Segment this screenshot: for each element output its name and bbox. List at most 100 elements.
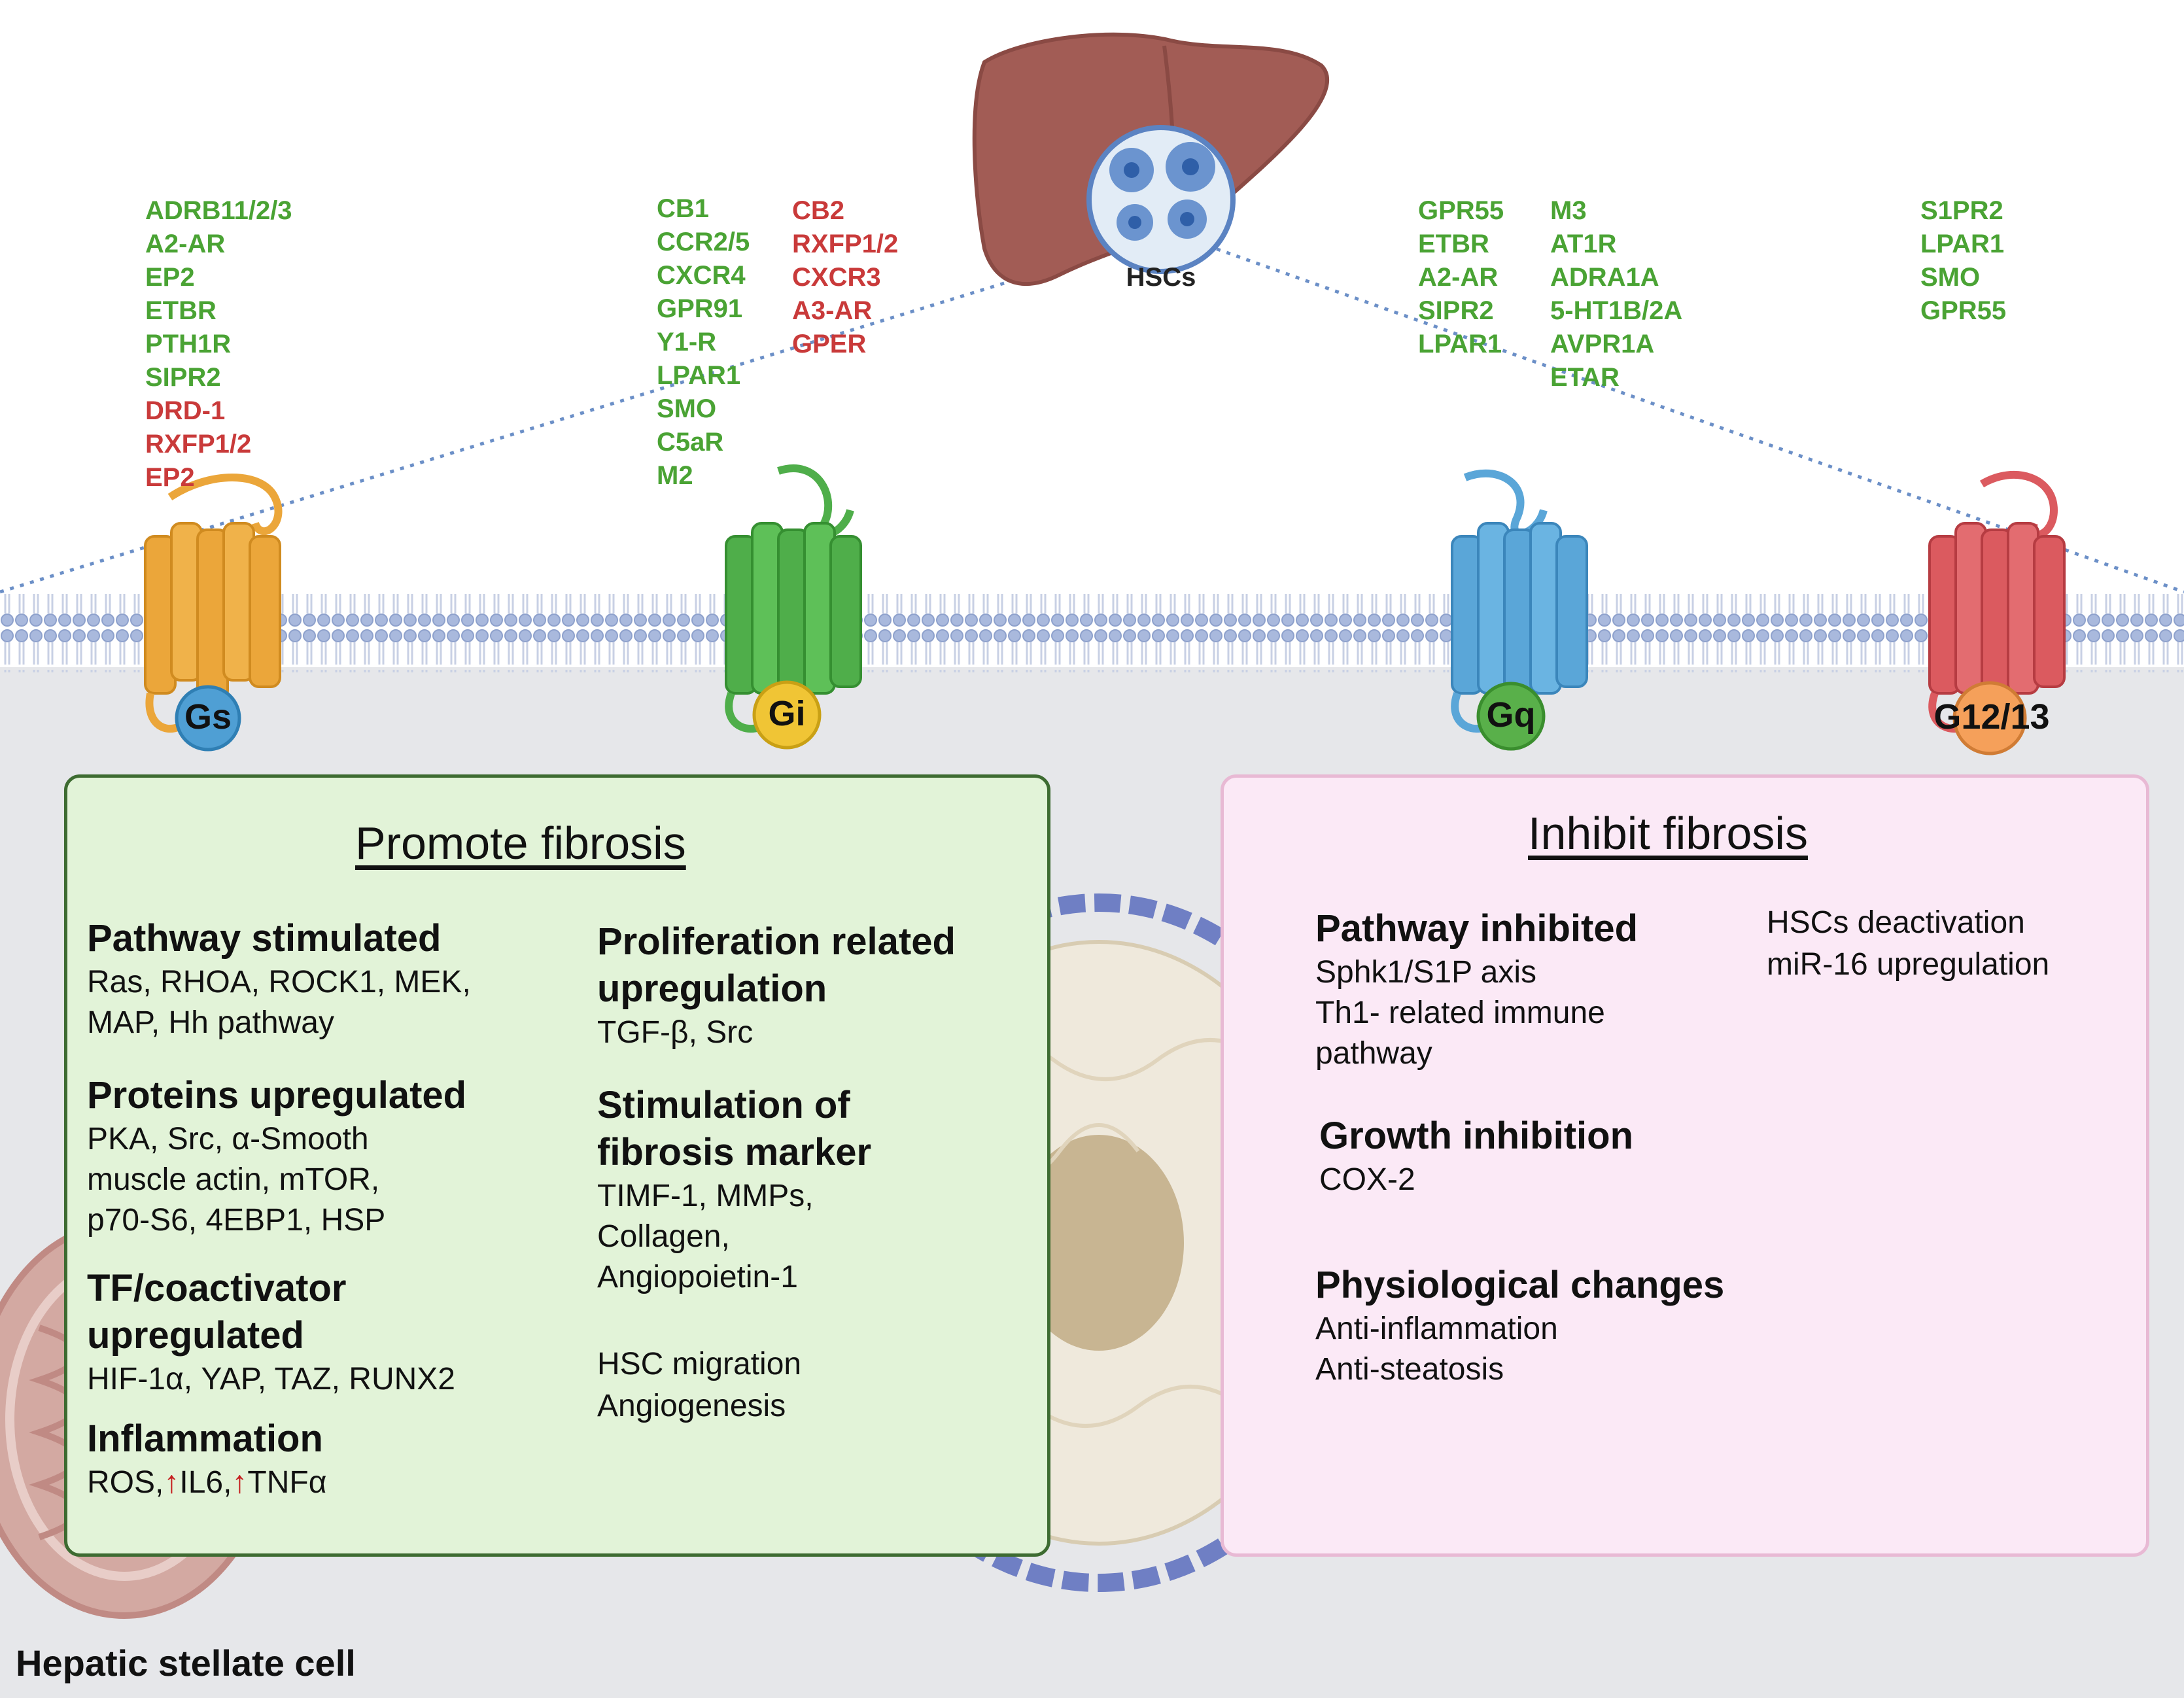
gq-receptor-list-col2: M3 AT1R ADRA1A 5-HT1B/2A AVPR1A ETAR bbox=[1550, 194, 1682, 394]
receptor-label: ETBR bbox=[1418, 230, 1489, 258]
receptor-label: CB1 bbox=[657, 194, 710, 223]
gs-receptor-list-green: ADRB11/2/3 A2-AR EP2 ETBR PTH1R SIPR2 bbox=[145, 194, 292, 394]
receptor-label: M3 bbox=[1550, 196, 1587, 225]
gi-protein-label: Gi bbox=[768, 694, 806, 733]
receptor-label: ADRA1A bbox=[1550, 263, 1659, 292]
inhibit-right-column: HSCs deactivation miR-16 upregulation bbox=[1767, 902, 2049, 986]
proliferation-section: Proliferation related upregulation TGF-β… bbox=[597, 918, 956, 1053]
section-heading: fibrosis marker bbox=[597, 1131, 872, 1173]
pathway-stimulated-section: Pathway stimulated Ras, RHOA, ROCK1, MEK… bbox=[87, 915, 471, 1043]
receptor-label: DRD-1 bbox=[145, 396, 226, 425]
gi-receptor bbox=[725, 464, 862, 750]
cell-membrane bbox=[0, 594, 2184, 672]
section-line: Th1- related immune bbox=[1315, 996, 1605, 1030]
section-heading: Growth inhibition bbox=[1319, 1115, 1634, 1157]
gi-receptor-list-red: CB2 RXFP1/2 CXCR3 A3-AR GPER bbox=[792, 194, 898, 361]
section-line: TGF-β, Src bbox=[597, 1015, 754, 1050]
gq-receptor-list-col1: GPR55 ETBR A2-AR SIPR2 LPAR1 bbox=[1418, 194, 1504, 361]
gq-protein-label: Gq bbox=[1486, 695, 1536, 735]
section-heading: Pathway stimulated bbox=[87, 917, 442, 960]
pathway-inhibited-section: Pathway inhibited Sphk1/S1P axis Th1- re… bbox=[1315, 905, 1638, 1074]
liver-illustration bbox=[972, 32, 1330, 286]
receptor-label: GPER bbox=[792, 330, 867, 358]
section-line: pathway bbox=[1315, 1036, 1432, 1071]
g1213-protein-label: G12/13 bbox=[1933, 697, 2050, 736]
section-line: Sphk1/S1P axis bbox=[1315, 955, 1536, 990]
promote-fibrosis-box: Promote fibrosis Pathway stimulated Ras,… bbox=[64, 774, 1050, 1557]
gi-receptor-list-green: CB1 CCR2/5 CXCR4 GPR91 Y1-R LPAR1 SMO C5… bbox=[657, 192, 750, 493]
section-heading: Proliferation related bbox=[597, 920, 956, 963]
section-line: Ras, RHOA, ROCK1, MEK, bbox=[87, 965, 471, 999]
tf-upregulated-section: TF/coactivator upregulated HIF-1α, YAP, … bbox=[87, 1265, 455, 1400]
receptor-label: LPAR1 bbox=[1920, 230, 2005, 258]
gs-protein-label: Gs bbox=[184, 697, 232, 736]
section-line: TIMF-1, MMPs, bbox=[597, 1179, 814, 1213]
receptor-label: LPAR1 bbox=[657, 361, 741, 390]
section-heading: upregulated bbox=[87, 1314, 304, 1357]
receptor-label: EP2 bbox=[145, 463, 195, 492]
receptor-label: CB2 bbox=[792, 196, 845, 225]
growth-inhibition-section: Growth inhibition COX-2 bbox=[1319, 1113, 1633, 1200]
section-line: p70-S6, 4EBP1, HSP bbox=[87, 1203, 386, 1238]
receptor-label: ETBR bbox=[145, 296, 217, 325]
section-line: Angiopoietin-1 bbox=[597, 1260, 798, 1294]
receptor-label: PTH1R bbox=[145, 330, 232, 358]
promote-fibrosis-title: Promote fibrosis bbox=[355, 818, 686, 869]
receptor-label: CXCR4 bbox=[657, 261, 746, 290]
section-line: PKA, Src, α-Smooth bbox=[87, 1122, 369, 1156]
effect-line: miR-16 upregulation bbox=[1767, 947, 2050, 982]
section-heading: Proteins upregulated bbox=[87, 1074, 467, 1117]
receptor-label: LPAR1 bbox=[1418, 330, 1502, 358]
inflammation-section: Inflammation ROS,↑IL6,↑TNFα bbox=[87, 1415, 326, 1503]
receptor-label: M2 bbox=[657, 461, 693, 490]
receptor-label: 5-HT1B/2A bbox=[1550, 296, 1683, 325]
section-heading: Stimulation of bbox=[597, 1084, 850, 1126]
receptor-label: AT1R bbox=[1550, 230, 1617, 258]
receptor-label: EP2 bbox=[145, 263, 195, 292]
section-line: MAP, Hh pathway bbox=[87, 1005, 334, 1040]
g1213-receptor bbox=[1928, 471, 2066, 755]
effect-line: Angiogenesis bbox=[597, 1389, 786, 1423]
receptor-label: SIPR2 bbox=[1418, 296, 1494, 325]
inflammation-item: TNFα bbox=[247, 1465, 327, 1500]
receptor-label: GPR55 bbox=[1418, 196, 1504, 225]
receptor-label: RXFP1/2 bbox=[792, 230, 899, 258]
receptor-label: A2-AR bbox=[1418, 263, 1499, 292]
section-heading: Inflammation bbox=[87, 1417, 323, 1460]
promote-other-effects: HSC migration Angiogenesis bbox=[597, 1343, 801, 1427]
effect-line: HSCs deactivation bbox=[1767, 905, 2025, 940]
inflammation-item: ROS, bbox=[87, 1465, 164, 1500]
receptor-label: A2-AR bbox=[145, 230, 226, 258]
receptor-label: S1PR2 bbox=[1920, 196, 2003, 225]
receptor-label: CCR2/5 bbox=[657, 228, 750, 256]
proteins-upregulated-section: Proteins upregulated PKA, Src, α-Smooth … bbox=[87, 1072, 466, 1241]
up-arrow-icon: ↑ bbox=[164, 1465, 180, 1500]
up-arrow-icon: ↑ bbox=[232, 1465, 248, 1500]
receptor-label: SIPR2 bbox=[145, 363, 221, 392]
receptor-label: RXFP1/2 bbox=[145, 430, 252, 459]
section-line: Anti-inflammation bbox=[1315, 1311, 1558, 1346]
gs-receptor-list-red: DRD-1 RXFP1/2 EP2 bbox=[145, 394, 251, 494]
section-line: Anti-steatosis bbox=[1315, 1352, 1504, 1387]
section-line: COX-2 bbox=[1319, 1162, 1415, 1197]
receptor-label: SMO bbox=[1920, 263, 1981, 292]
receptor-label: SMO bbox=[657, 394, 717, 423]
effect-line: HSC migration bbox=[597, 1347, 802, 1381]
receptor-label: A3-AR bbox=[792, 296, 873, 325]
receptor-label: ETAR bbox=[1550, 363, 1620, 392]
section-line: Collagen, bbox=[597, 1219, 730, 1254]
hsc-label: HSCs bbox=[1126, 263, 1196, 292]
physiological-changes-section: Physiological changes Anti-inflammation … bbox=[1315, 1262, 1724, 1390]
gs-receptor bbox=[144, 474, 283, 752]
fibrosis-marker-section: Stimulation of fibrosis marker TIMF-1, M… bbox=[597, 1082, 871, 1298]
section-heading: Pathway inhibited bbox=[1315, 907, 1638, 950]
section-heading: upregulation bbox=[597, 967, 827, 1010]
gq-receptor bbox=[1451, 469, 1588, 751]
section-heading: TF/coactivator bbox=[87, 1267, 347, 1309]
receptor-label: C5aR bbox=[657, 428, 724, 457]
inflammation-line: ROS,↑IL6,↑TNFα bbox=[87, 1463, 326, 1503]
inflammation-item: IL6, bbox=[179, 1465, 232, 1500]
section-line: muscle actin, mTOR, bbox=[87, 1162, 380, 1197]
receptor-label: AVPR1A bbox=[1550, 330, 1655, 358]
inhibit-fibrosis-box: Inhibit fibrosis Pathway inhibited Sphk1… bbox=[1221, 774, 2149, 1557]
